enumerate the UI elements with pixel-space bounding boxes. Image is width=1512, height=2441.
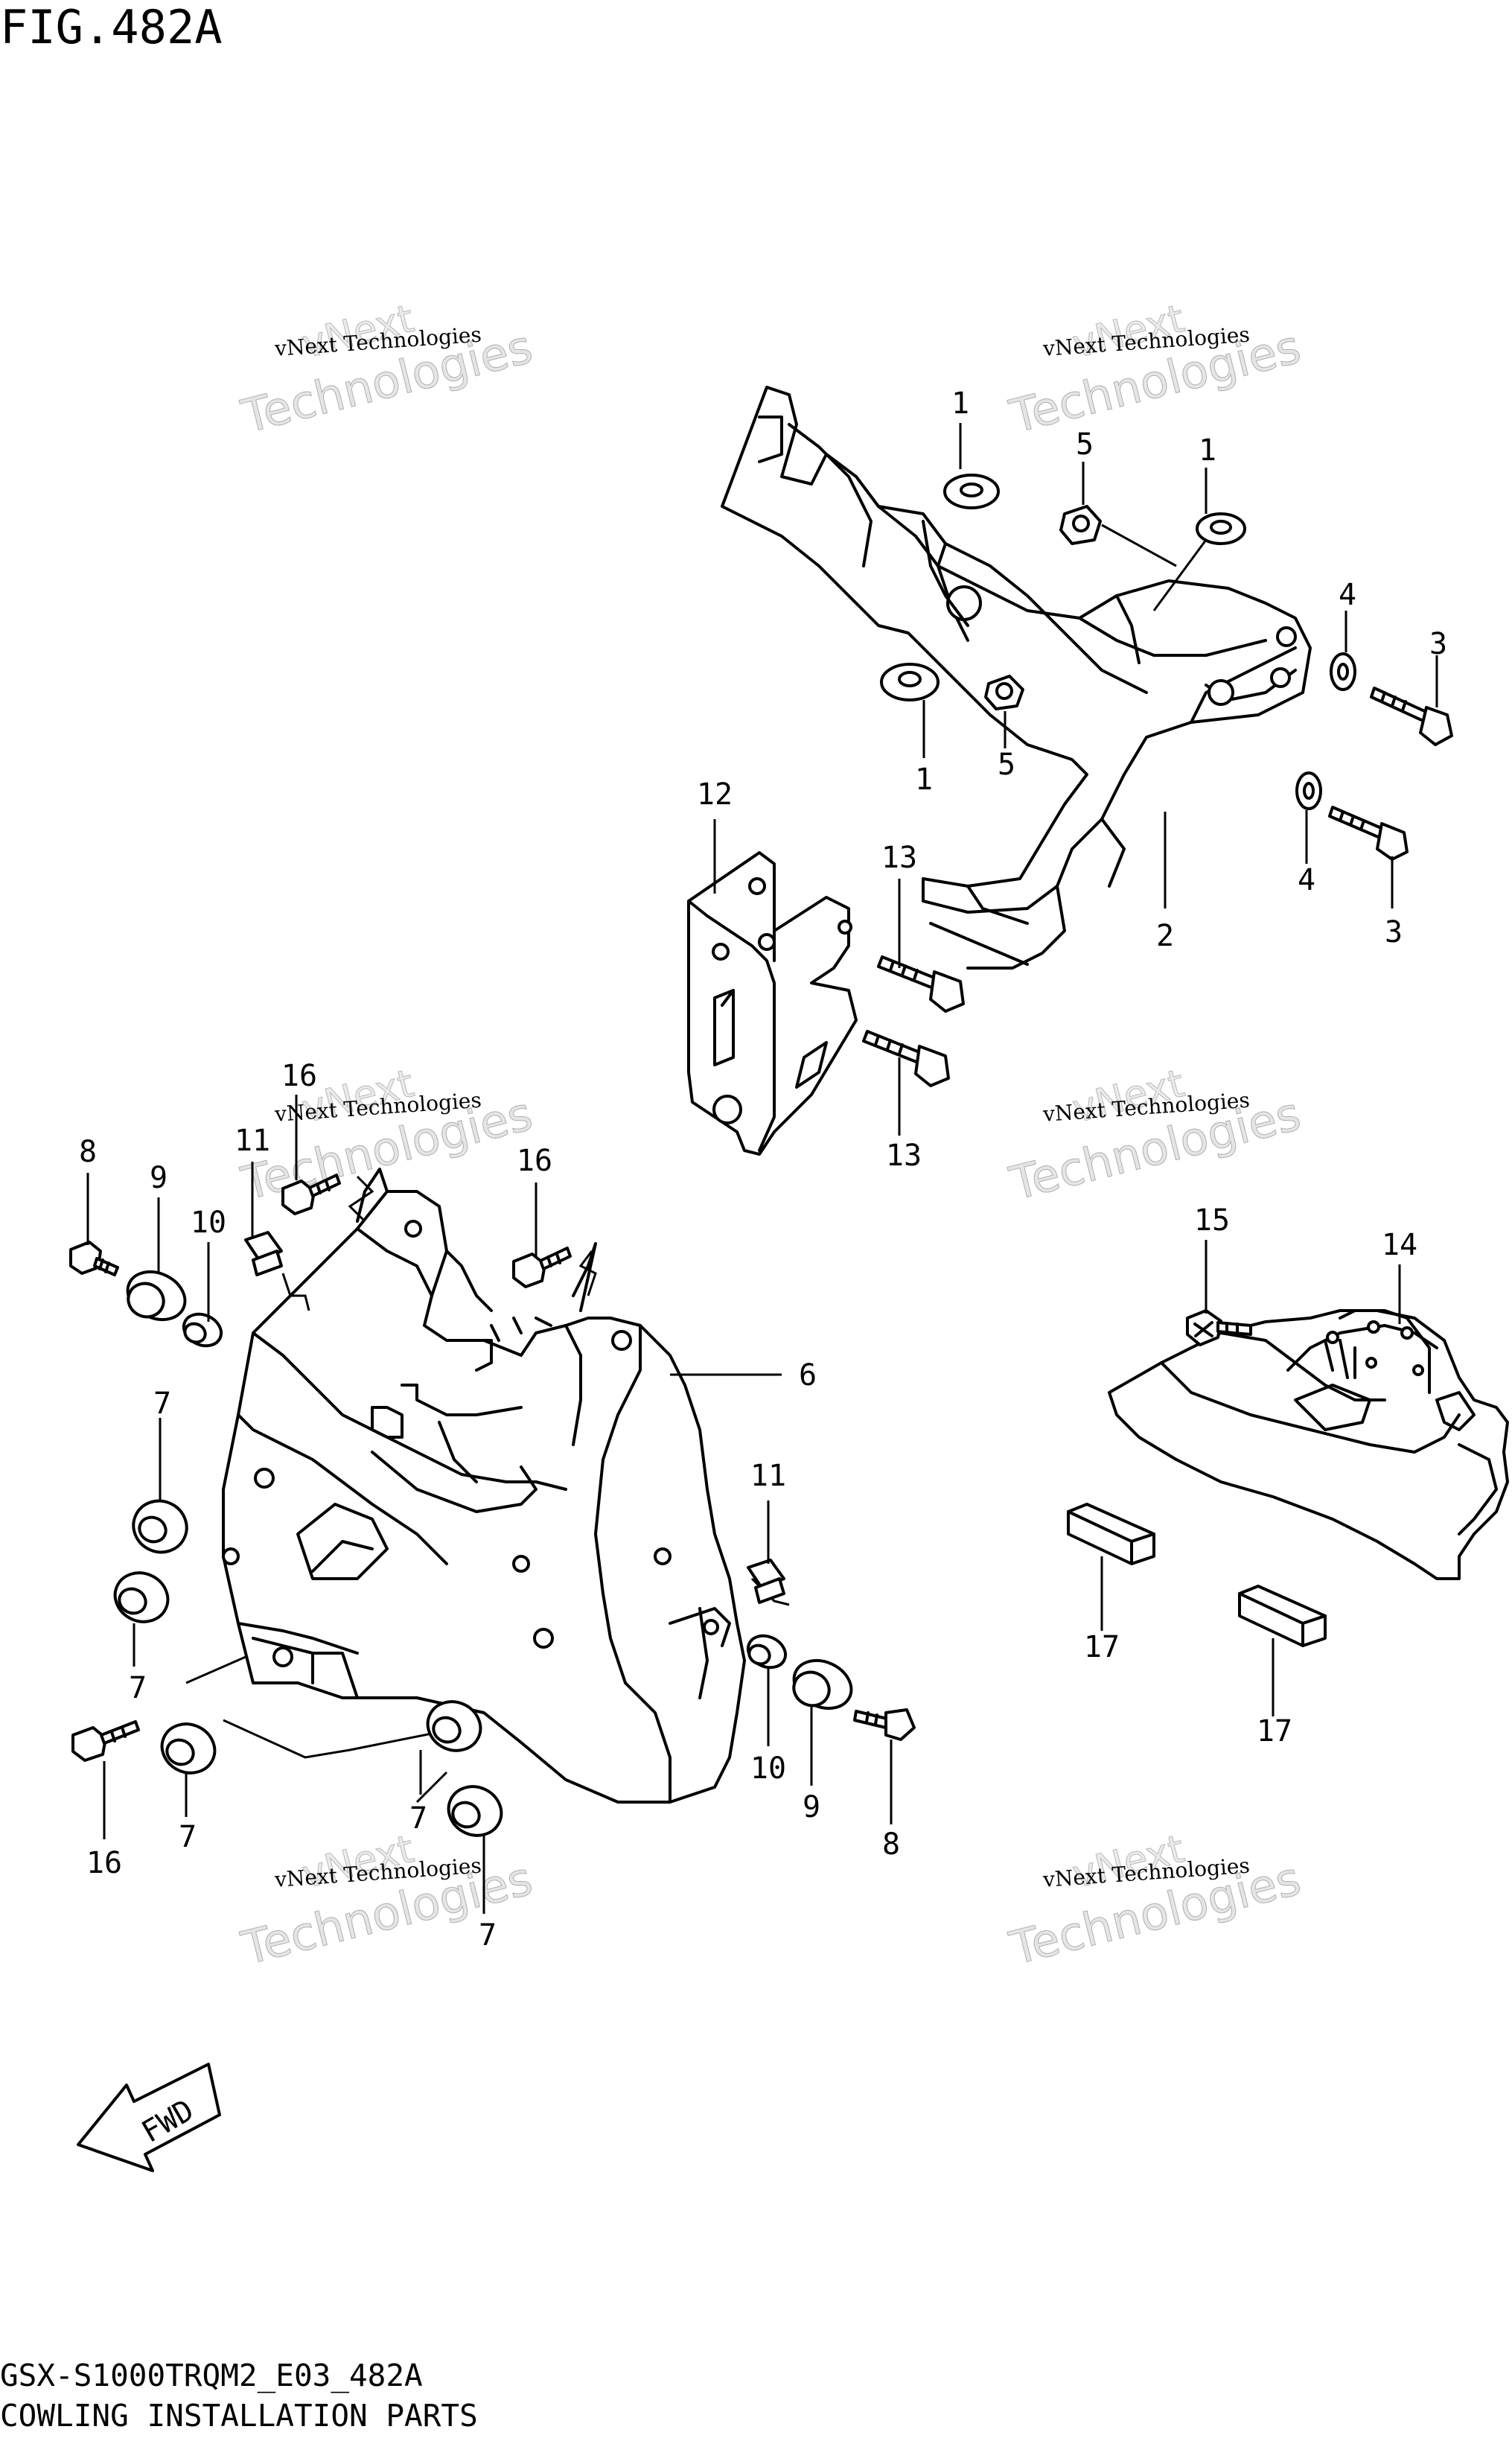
callout-11: 11 [750, 1459, 786, 1493]
grommet-part-7 [426, 1700, 482, 1752]
callout-2: 2 [1156, 919, 1174, 953]
leader-lines [86, 423, 1438, 1914]
callout-17: 17 [1084, 1630, 1120, 1664]
callout-5: 5 [1076, 427, 1094, 462]
indicator-line [281, 1273, 310, 1311]
callout-3: 3 [1385, 915, 1403, 949]
callout-8: 8 [79, 1135, 97, 1169]
forward-direction-arrow: FWD [77, 2063, 221, 2172]
clip-nut-part-11 [747, 1559, 785, 1604]
callout-7: 7 [179, 1820, 197, 1854]
cowling-brace-part-2 [721, 386, 1312, 970]
bolt-part-3 [1370, 687, 1453, 746]
washer-part-1 [880, 663, 940, 701]
callout-16: 16 [517, 1144, 552, 1178]
callout-16: 16 [86, 1846, 122, 1880]
callout-16: 16 [281, 1059, 317, 1093]
bolt-part-16 [281, 1174, 341, 1215]
callout-7: 7 [129, 1671, 147, 1705]
callout-5: 5 [998, 748, 1015, 782]
callout-1: 1 [951, 386, 969, 421]
callout-15: 15 [1194, 1203, 1230, 1238]
callout-3: 3 [1429, 627, 1447, 661]
callout-14: 14 [1382, 1228, 1417, 1262]
callout-10: 10 [191, 1206, 226, 1240]
bolt-part-16 [512, 1247, 572, 1288]
bolt-part-8 [69, 1241, 119, 1276]
callout-10: 10 [750, 1751, 786, 1786]
callout-9: 9 [150, 1161, 168, 1195]
indicator-line [578, 1250, 597, 1296]
callout-7: 7 [153, 1387, 171, 1421]
callout-13: 13 [881, 841, 917, 875]
indicator-line [415, 1771, 448, 1804]
bolt-part-8 [853, 1708, 916, 1741]
nut-part-5 [1059, 505, 1102, 545]
screw-part-15 [1186, 1309, 1252, 1346]
grommet-part-7 [447, 1785, 503, 1837]
figure-title: FIG.482A [0, 0, 223, 54]
callout-11: 11 [235, 1124, 270, 1158]
callout-1: 1 [915, 763, 933, 797]
callout-6: 6 [799, 1358, 817, 1393]
grommet-part-9 [792, 1658, 853, 1710]
washer-part-1 [943, 474, 1000, 509]
grommet-part-7 [160, 1722, 217, 1775]
grommet-part-7 [132, 1499, 188, 1554]
figure-caption: COWLING INSTALLATION PARTS [0, 2398, 478, 2434]
bolt-part-16 [71, 1720, 140, 1762]
indicator-line [185, 1655, 462, 1759]
callout-7: 7 [479, 1918, 497, 1953]
indicator-line [348, 1175, 374, 1223]
callout-4: 4 [1339, 578, 1356, 612]
nut-part-5 [984, 675, 1024, 710]
cushion-part-17 [1238, 1585, 1327, 1647]
callout-labels: 1 1 1 2 3 3 4 4 5 5 6 7 7 7 7 7 8 8 9 9 … [79, 386, 1447, 1953]
callout-13: 13 [886, 1139, 922, 1173]
bolt-part-13 [877, 955, 965, 1013]
callout-9: 9 [803, 1790, 820, 1824]
callout-4: 4 [1298, 863, 1315, 897]
callout-8: 8 [882, 1827, 900, 1862]
grommet-part-9 [126, 1270, 187, 1322]
cushion-part-17 [1067, 1503, 1155, 1565]
collar-part-10 [182, 1312, 223, 1348]
washer-part-1 [1196, 512, 1246, 545]
cowling-bracket-part-6 [222, 1168, 746, 1804]
grommet-part-7 [113, 1571, 170, 1623]
callout-7: 7 [409, 1801, 427, 1836]
collar-part-10 [746, 1634, 788, 1670]
bolt-part-13 [862, 1030, 950, 1087]
callout-17: 17 [1257, 1714, 1292, 1748]
bolt-part-3 [1328, 806, 1409, 861]
model-code: GSX-S1000TRQM2_E03_482A [0, 2358, 423, 2393]
bracket-part-12 [687, 851, 858, 1156]
callout-1: 1 [1199, 433, 1216, 468]
clip-nut-part-11 [244, 1231, 283, 1276]
washer-part-4 [1330, 652, 1356, 691]
callout-12: 12 [697, 777, 733, 812]
cowling-cover-part-14 [1108, 1309, 1509, 1580]
washer-part-4 [1295, 771, 1322, 810]
